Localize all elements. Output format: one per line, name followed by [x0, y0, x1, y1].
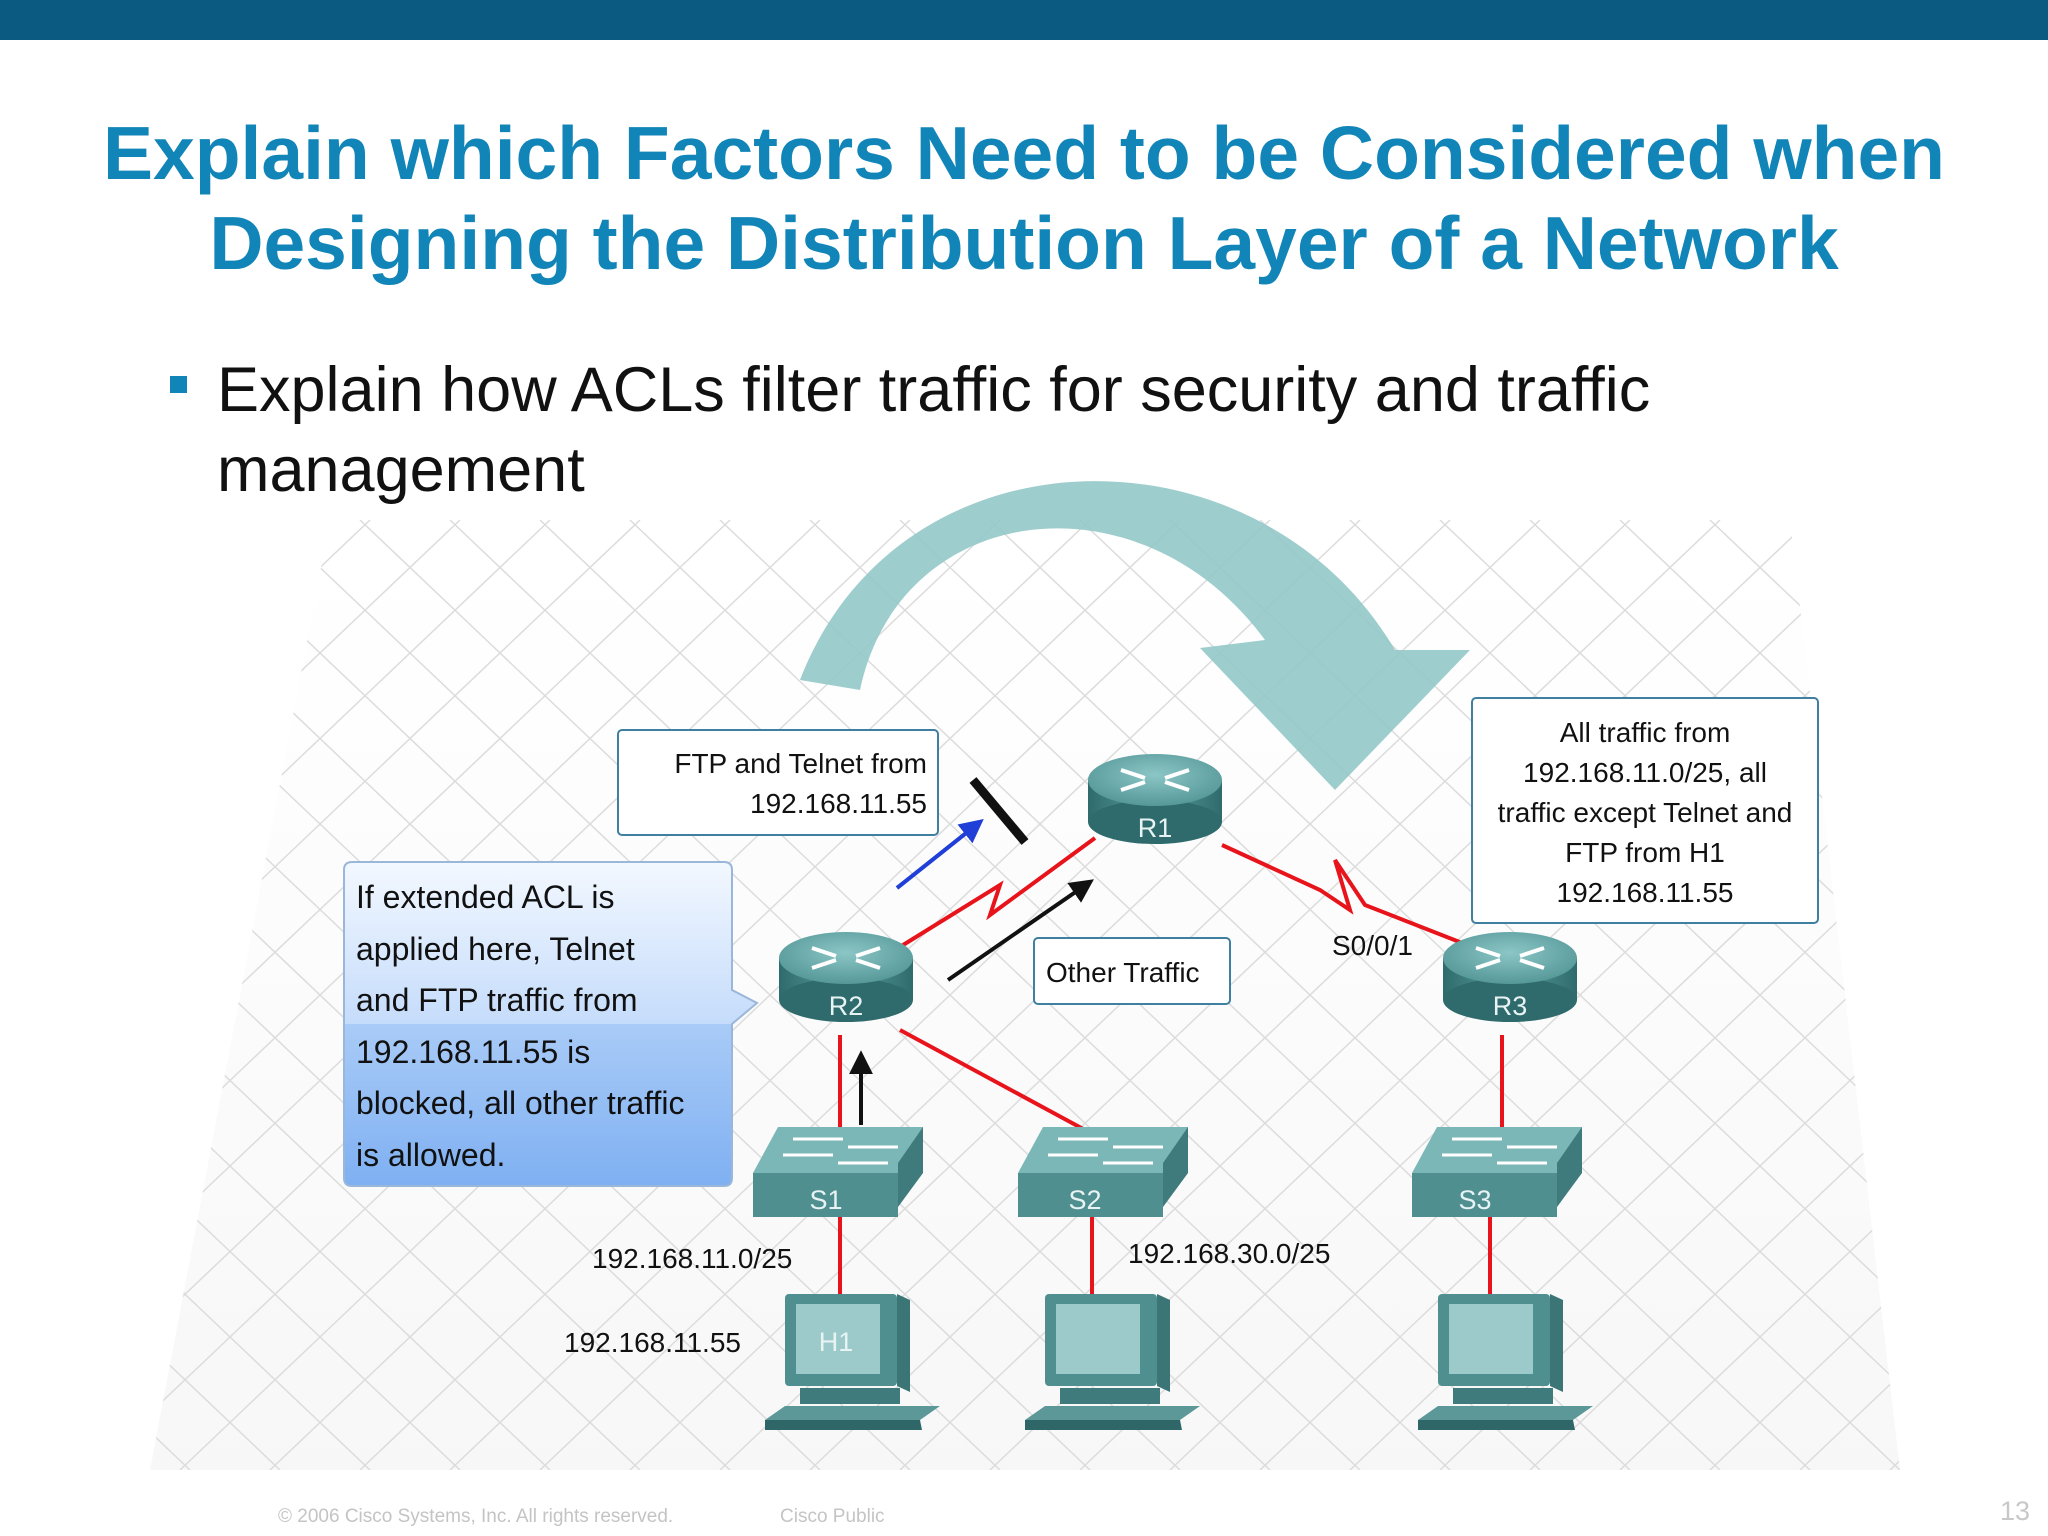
callout-other-text: Other Traffic: [1046, 957, 1200, 988]
footer-classification: Cisco Public: [780, 1506, 885, 1527]
grid-line: [1259, 520, 1900, 1470]
link-r2-s2: [899, 1028, 1086, 1132]
other-traffic-arrow: [946, 879, 1094, 982]
network-links: [838, 836, 1504, 1300]
callout-r3-line3: traffic except Telnet and: [1498, 797, 1793, 828]
grid-line: [1169, 520, 1900, 1470]
switch-s3: S3: [1412, 1127, 1582, 1217]
grid-line: [1709, 520, 1900, 1470]
network-label-11: 192.168.11.0/25: [592, 1243, 792, 1274]
switch-arrows-icon: [1048, 1137, 1163, 1165]
switch-s2-label: S2: [1068, 1185, 1101, 1215]
router-r1: R1: [1088, 754, 1222, 844]
callout-acl-line2: applied here, Telnet: [356, 931, 635, 967]
grid-line: [1439, 520, 1900, 1470]
block-bar: [969, 777, 1029, 845]
callout-acl-line5: blocked, all other traffic: [356, 1085, 684, 1121]
grid-line: [269, 520, 1271, 1470]
callout-other-traffic: Other Traffic: [1033, 937, 1231, 1005]
callout-r3-line1: All traffic from: [1560, 717, 1731, 748]
callout-r3-line5: 192.168.11.55: [1557, 877, 1734, 908]
switch-s3-label: S3: [1458, 1185, 1491, 1215]
router-r2-label: R2: [829, 991, 864, 1021]
grid-line: [150, 520, 641, 1470]
grid-line: [1619, 520, 1900, 1470]
router-r3: R3: [1443, 932, 1577, 1022]
grid-line: [1889, 520, 1900, 1470]
callout-ftp-line2: 192.168.11.55: [750, 788, 927, 819]
serial-interface-label: S0/0/1: [1332, 930, 1413, 961]
h1-ip-label: 192.168.11.55: [564, 1327, 741, 1358]
grid-line: [1529, 520, 1900, 1470]
grid-line: [1889, 520, 1900, 1470]
traffic-flow-arrow: [800, 481, 1470, 790]
grid-line: [0, 520, 100, 1470]
grid-line: [150, 520, 641, 1470]
grid-line: [150, 520, 191, 1470]
link-r2-r1: [893, 836, 1097, 952]
callout-r3-line2: 192.168.11.0/25, all: [1523, 757, 1767, 788]
top-bar: [0, 0, 2048, 40]
router-r1-label: R1: [1138, 813, 1173, 843]
switch-arrows-icon: [1442, 1137, 1557, 1165]
switch-arrows-icon: [783, 1137, 898, 1165]
grid-line: [1529, 520, 1900, 1470]
callout-ftp-line1: FTP and Telnet from: [674, 748, 927, 779]
grid-line: [150, 520, 371, 1470]
switch-s2: S2: [1018, 1127, 1188, 1217]
grid-line: [0, 520, 10, 1470]
callout-acl-line1: If extended ACL is: [356, 879, 615, 915]
host-h1-label: H1: [819, 1327, 854, 1357]
ftp-telnet-arrow: [895, 819, 984, 890]
callout-extended-acl: If extended ACL is applied here, Telnet …: [343, 861, 759, 1187]
host-h1: H1: [765, 1294, 940, 1430]
bullet-square-icon: [170, 376, 187, 393]
callout-acl-line6: is allowed.: [356, 1137, 505, 1173]
grid-line: [0, 520, 100, 1470]
network-label-30: 192.168.30.0/25: [1128, 1238, 1330, 1269]
grid-line: [1980, 520, 2048, 1470]
router-r3-label: R3: [1493, 991, 1528, 1021]
page-number: 13: [1999, 1496, 2030, 1526]
host-h3: [1418, 1294, 1593, 1430]
grid-line: [1619, 520, 1900, 1470]
link-r1-r3: [1221, 843, 1481, 952]
host-h2: [1025, 1294, 1200, 1430]
router-arrows-icon: [811, 946, 881, 970]
switch-s1: S1: [753, 1127, 923, 1217]
router-arrows-icon: [1120, 768, 1190, 792]
grid-line: [0, 520, 10, 1470]
grid-line: [150, 520, 551, 1470]
grid-line: [1980, 520, 2048, 1470]
grid-line: [150, 520, 821, 1470]
grid-line: [150, 520, 461, 1470]
footer-copyright: © 2006 Cisco Systems, Inc. All rights re…: [278, 1506, 674, 1527]
grid-line: [150, 520, 551, 1470]
callout-ftp-telnet: FTP and Telnet from 192.168.11.55: [617, 729, 939, 836]
callout-r3-line4: FTP from H1: [1565, 837, 1725, 868]
callout-r3: All traffic from 192.168.11.0/25, all tr…: [1471, 697, 1819, 924]
callout-acl-line4: 192.168.11.55 is: [356, 1034, 590, 1070]
grid-floor: [0, 520, 2048, 1470]
switch-s1-label: S1: [809, 1185, 842, 1215]
router-arrows-icon: [1475, 946, 1545, 970]
router-r2: R2: [779, 932, 913, 1022]
slide-title-line2: Designing the Distribution Layer of a Ne…: [209, 201, 1839, 285]
grid-line: [150, 520, 191, 1470]
grid-line: [1439, 520, 1900, 1470]
callout-acl-line3: and FTP traffic from: [356, 982, 638, 1018]
slide-title: Explain which Factors Need to be Conside…: [0, 108, 2048, 288]
bullet-text: Explain how ACLs filter traffic for secu…: [217, 355, 1651, 505]
slide-title-line1: Explain which Factors Need to be Conside…: [102, 111, 1945, 195]
grid-line: [809, 520, 1811, 1470]
grid-line: [1079, 520, 1900, 1470]
